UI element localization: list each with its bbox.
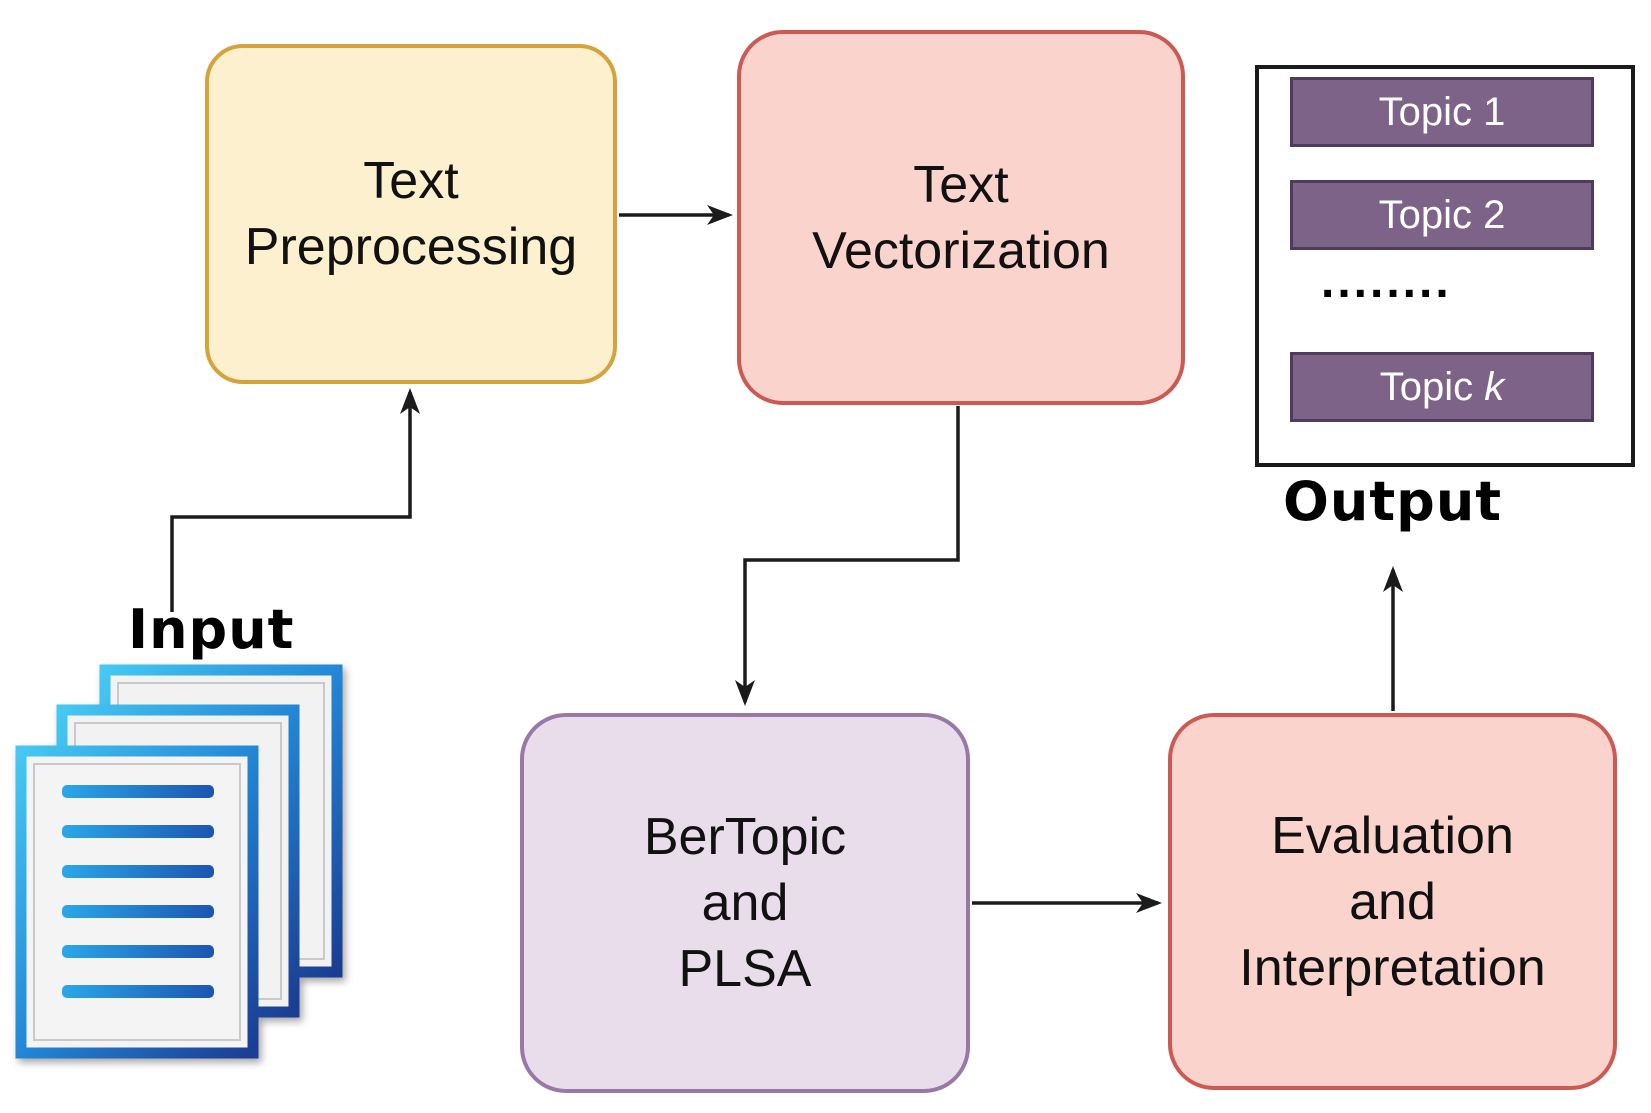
ellipsis-dots: ........ [1321, 255, 1452, 308]
node-text-preprocessing: Text Preprocessing [205, 44, 617, 384]
node-label: Text Preprocessing [245, 148, 577, 280]
document-text-lines [62, 785, 214, 998]
node-bertopic-and-plsa: BerTopic and PLSA [520, 713, 970, 1093]
node-label-line: and [1349, 872, 1436, 931]
node-label-line: Text [363, 152, 459, 210]
node-label: Evaluation and Interpretation [1239, 803, 1545, 1001]
node-label: Text Vectorization [812, 152, 1110, 284]
arrow-vectorization-to-bertopic [735, 406, 960, 706]
node-label-line: Preprocessing [244, 218, 578, 276]
node-label-line: Text [913, 155, 1009, 214]
output-topics-panel: Topic 1 Topic 2 ........ Topic k [1255, 65, 1635, 467]
node-evaluation-and-interpretation: Evaluation and Interpretation [1168, 713, 1617, 1090]
document-page-front [15, 745, 259, 1059]
node-label-line: Evaluation [1271, 806, 1514, 865]
node-label-line: and [701, 874, 789, 932]
topic-bar-k: Topic k [1290, 352, 1594, 422]
node-text-vectorization: Text Vectorization [737, 30, 1185, 405]
documents-icon [15, 664, 343, 1059]
node-label-line: PLSA [678, 940, 812, 998]
node-label: BerTopic and PLSA [644, 804, 846, 1002]
arrow-input-to-preprocessing [170, 388, 420, 612]
input-label: Input [128, 598, 295, 661]
topic-bar-label: Topic 1 [1378, 89, 1506, 134]
topic-bar-1: Topic 1 [1290, 77, 1594, 147]
topic-bar-label: Topic [1379, 364, 1485, 409]
node-label-line: BerTopic [643, 808, 847, 866]
node-label-line: Vectorization [812, 221, 1110, 280]
node-label-line: Interpretation [1239, 938, 1546, 997]
topic-bar-label: Topic 2 [1378, 192, 1506, 237]
output-label: Output [1283, 470, 1503, 533]
topic-bar-2: Topic 2 [1290, 180, 1594, 250]
topic-k-italic: k [1484, 364, 1505, 409]
